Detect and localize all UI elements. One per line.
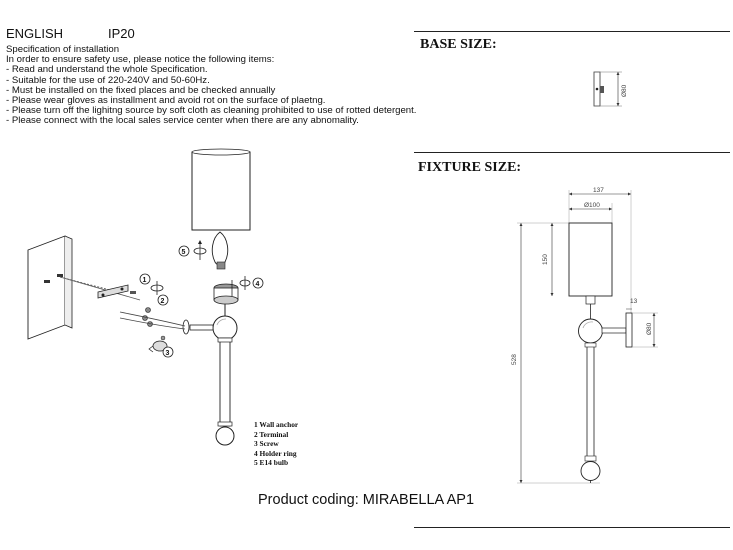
long-rod: [219, 337, 231, 427]
legend-item: 2 Terminal: [254, 429, 289, 439]
marker-3: [162, 346, 174, 358]
wall-panel: [27, 235, 66, 340]
base-screw: [595, 87, 599, 91]
spec-line: In order to ensure safety use, please no…: [6, 54, 275, 66]
marker-4: [252, 277, 264, 289]
marker-2: [157, 294, 169, 306]
section-divider: [414, 527, 730, 528]
mounting-bracket: [97, 284, 129, 299]
spec-line: - Please wear gloves as installment and …: [6, 95, 326, 107]
joint-ball: [212, 315, 238, 341]
spec-title: Specification of installation: [6, 44, 120, 55]
marker-5: [178, 245, 190, 257]
spec-line: - Please connect with the local sales se…: [6, 115, 359, 127]
base-size-title: BASE SIZE:: [420, 37, 497, 52]
base-size-drawing: Ø80: [593, 71, 628, 107]
rod-collar: [584, 455, 597, 462]
language-label: ENGLISH: [6, 26, 64, 41]
wire: [119, 317, 186, 330]
parts-legend: 1 Wall anchor 2 Terminal 3 Screw 4 Holde…: [254, 420, 298, 468]
bottom-finial-ball: [580, 461, 601, 481]
wall-arm: [189, 324, 214, 331]
base-diameter-label: Ø80: [646, 322, 653, 335]
arm-flange: [182, 319, 190, 335]
product-coding: Product coding: MIRABELLA AP1: [258, 492, 475, 508]
wall-anchor-hole: [57, 274, 63, 277]
width-label: 137: [593, 187, 604, 194]
lamp-shade: [568, 222, 613, 297]
shade-height-label: 150: [542, 254, 549, 265]
marker-1-text: 1: [143, 277, 147, 284]
fixture-size-drawing: 137 Ø100 150 528 13 Ø80: [511, 187, 658, 484]
marker-3-text: 3: [166, 350, 170, 357]
spec-line: - Read and understand the whole Specific…: [6, 64, 208, 76]
legend-item: 3 Screw: [254, 439, 279, 449]
bottom-finial-ball: [215, 426, 235, 446]
rotate-arrow-icon: [150, 281, 164, 295]
wall-edge: [64, 235, 73, 329]
marker-2-text: 2: [161, 298, 165, 305]
base-depth-label: 13: [630, 298, 638, 305]
wall-base-plate: [625, 312, 633, 348]
spec-line: - Suitable for the use of 220-240V and 5…: [6, 74, 210, 86]
socket-bottom: [213, 295, 239, 305]
ip-rating-label: IP20: [108, 26, 135, 41]
ball-highlight: [216, 318, 227, 326]
rotate-arrow-icon: [193, 240, 207, 260]
shade-top-rim: [191, 148, 251, 156]
wire: [119, 311, 186, 327]
base-stub: [600, 86, 604, 93]
wall-arm: [601, 327, 627, 334]
base-diameter-label: Ø80: [621, 84, 628, 97]
section-divider: [414, 152, 730, 153]
screw-cap: [148, 335, 168, 353]
marker-5-text: 5: [182, 249, 186, 256]
spec-line: - Must be installed on the fixed places …: [6, 84, 276, 96]
bracket-hole: [101, 293, 105, 297]
rod-collar: [584, 342, 597, 348]
total-height-label: 528: [511, 354, 518, 365]
wall-anchor-hole: [44, 280, 50, 283]
screw: [130, 291, 136, 294]
long-rod: [586, 342, 595, 461]
e14-bulb: [211, 231, 229, 266]
marker-4-text: 4: [256, 281, 260, 288]
legend-item: 1 Wall anchor: [254, 420, 299, 429]
legend-item: 4 Holder ring: [254, 448, 297, 458]
assembly-drawing: 5 4 1 2: [27, 148, 264, 446]
bulb-holder-cup: [585, 295, 596, 305]
assembly-shade: [191, 151, 251, 231]
section-divider: [414, 31, 730, 32]
bulb-base: [216, 261, 226, 270]
shade-diameter-label: Ø100: [584, 202, 600, 209]
rotate-arrow-icon: [239, 276, 251, 290]
rod-collar: [217, 337, 233, 343]
fixture-size-title: FIXTURE SIZE:: [418, 160, 522, 175]
marker-1: [139, 273, 151, 285]
ball-highlight: [582, 321, 594, 329]
joint-ball: [578, 318, 603, 344]
bracket-hole: [120, 287, 124, 291]
wire: [59, 276, 141, 301]
rod-collar: [217, 421, 233, 427]
spec-line: - Please turn off the lighitng source by…: [6, 105, 417, 117]
legend-item: 5 E14 bulb: [254, 458, 289, 468]
